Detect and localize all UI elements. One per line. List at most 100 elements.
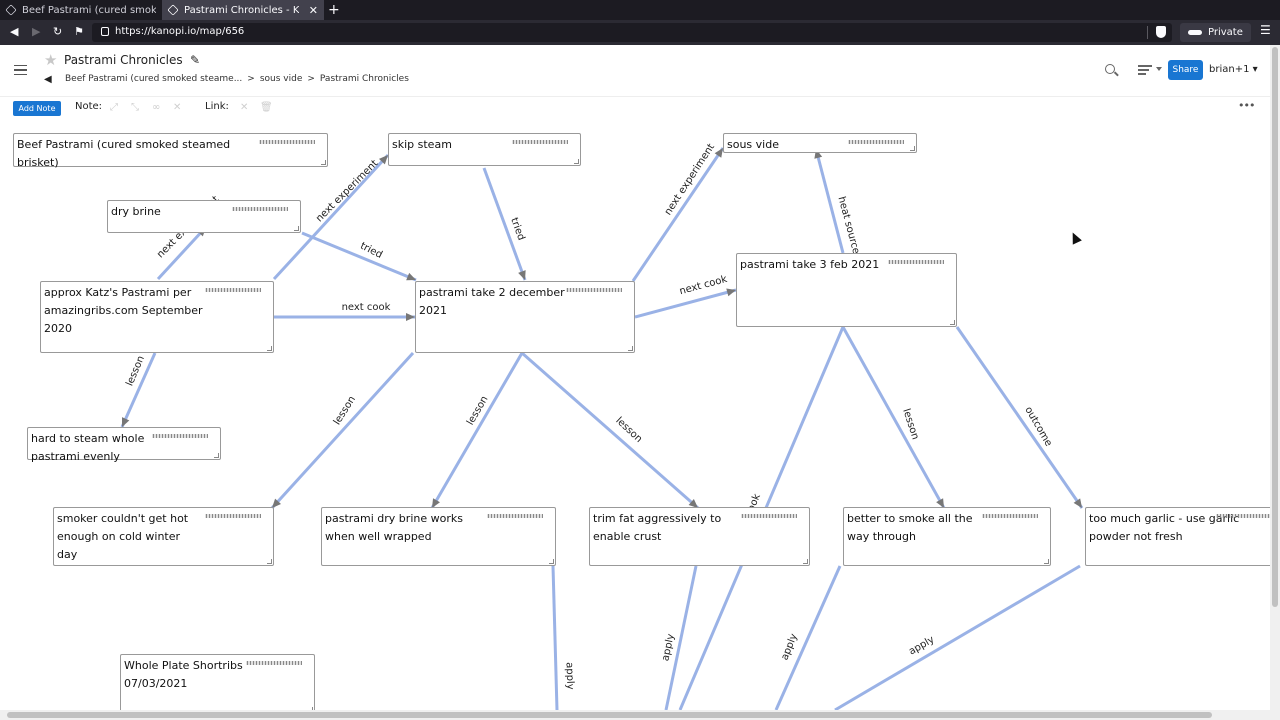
edge-label[interactable]: lesson	[613, 415, 644, 445]
resize-handle-icon[interactable]	[574, 159, 579, 164]
back-icon[interactable]: ◀	[10, 25, 19, 38]
edge-label[interactable]: apply	[564, 662, 576, 690]
user-menu[interactable]: brian+1 ▾	[1209, 64, 1258, 75]
edge-line[interactable]	[841, 326, 946, 509]
breadcrumb-item-beef-pastrami[interactable]: Beef Pastrami (cured smoked steame...	[65, 74, 243, 84]
browser-tab-beef-pastrami[interactable]: Beef Pastrami (cured smoked s	[0, 0, 162, 20]
edge-label[interactable]: next cook	[342, 302, 391, 313]
delete-note-icon[interactable]: ✕	[173, 102, 182, 113]
resize-handle-icon[interactable]	[308, 707, 313, 710]
edge-line[interactable]	[551, 565, 559, 710]
resize-handle-icon[interactable]	[1044, 559, 1049, 564]
drag-handle-icon[interactable]	[982, 514, 1038, 518]
resize-handle-icon[interactable]	[214, 453, 219, 458]
drag-handle-icon[interactable]	[741, 514, 797, 518]
edge-line[interactable]	[120, 352, 157, 428]
drag-handle-icon[interactable]	[152, 434, 208, 438]
edge-line[interactable]	[664, 565, 698, 710]
resize-handle-icon[interactable]	[294, 226, 299, 231]
drag-handle-icon[interactable]	[205, 514, 261, 518]
note-trim-fat[interactable]: trim fat aggressively to enable crust	[589, 507, 810, 566]
edge-line[interactable]	[272, 153, 390, 281]
edge-label[interactable]: next experiment	[663, 142, 717, 217]
edge-label[interactable]: lesson	[124, 354, 147, 388]
drag-handle-icon[interactable]	[512, 140, 568, 144]
note-take-2-dec[interactable]: pastrami take 2 december 2021	[415, 281, 635, 353]
edge-label[interactable]: apply	[660, 633, 676, 662]
resize-handle-icon[interactable]	[267, 559, 272, 564]
url-text[interactable]: https://kanopi.io/map/656	[115, 26, 245, 37]
note-smoke-through[interactable]: better to smoke all the way through	[843, 507, 1051, 566]
edge-line[interactable]	[430, 352, 524, 509]
share-button[interactable]: Share	[1168, 60, 1203, 80]
reload-icon[interactable]: ↻	[53, 25, 63, 38]
note-smoker-cold[interactable]: smoker couldn't get hot enough on cold w…	[53, 507, 274, 566]
collapse-icon[interactable]: ⤡	[131, 102, 139, 113]
edge-line[interactable]	[301, 231, 417, 282]
star-icon[interactable]: ★	[44, 51, 58, 69]
edge-line[interactable]	[955, 326, 1084, 509]
edge-label[interactable]: heat source	[835, 195, 861, 255]
drag-handle-icon[interactable]	[232, 207, 288, 211]
edge-line[interactable]	[156, 225, 208, 281]
resize-handle-icon[interactable]	[950, 320, 955, 325]
edge-line[interactable]	[631, 147, 725, 282]
link-icon[interactable]: ∞	[152, 102, 161, 113]
list-icon[interactable]	[1138, 64, 1162, 76]
note-approx-katz[interactable]: approx Katz's Pastrami per amazingribs.c…	[40, 281, 274, 353]
vertical-scrollbar[interactable]	[1270, 45, 1280, 720]
edge-label[interactable]: next experiment	[314, 158, 380, 224]
note-hard-to-steam[interactable]: hard to steam whole pastrami evenly	[27, 427, 221, 463]
edge-label[interactable]: apply	[779, 632, 800, 662]
edge-line[interactable]	[634, 288, 737, 319]
drag-handle-icon[interactable]	[566, 288, 622, 292]
edge-line[interactable]	[521, 351, 699, 510]
edge-line[interactable]	[482, 167, 527, 281]
delete-link-icon[interactable]: ✕	[240, 102, 249, 113]
vertical-scroll-thumb[interactable]	[1272, 47, 1278, 607]
note-too-much-garlic[interactable]: too much garlic - use garlic powder not …	[1085, 507, 1270, 566]
note-shortribs[interactable]: Whole Plate Shortribs 07/03/2021	[120, 654, 315, 710]
drag-handle-icon[interactable]	[487, 514, 543, 518]
edge-label[interactable]: lesson	[332, 394, 358, 427]
note-sous-vide[interactable]: sous vide	[723, 133, 917, 153]
edge-line[interactable]	[834, 564, 1081, 710]
more-horizontal-icon[interactable]: •••	[1238, 99, 1255, 112]
expand-icon[interactable]: ⤢	[110, 102, 118, 113]
resize-handle-icon[interactable]	[628, 346, 633, 351]
forward-icon[interactable]: ▶	[32, 25, 41, 38]
url-bar[interactable]: https://kanopi.io/map/656	[92, 23, 1172, 42]
breadcrumb-back-icon[interactable]: ◀	[44, 74, 52, 85]
resize-handle-icon[interactable]	[321, 160, 326, 165]
add-note-button[interactable]: Add Note	[13, 101, 61, 116]
resize-handle-icon[interactable]	[549, 559, 554, 564]
edge-line[interactable]	[814, 148, 845, 254]
pencil-icon[interactable]: ✎	[190, 53, 201, 67]
bookmark-icon[interactable]: ⚑	[74, 25, 84, 38]
browser-menu-icon[interactable]: ☰	[1260, 23, 1271, 37]
edge-line[interactable]	[774, 565, 842, 710]
note-beef-pastrami[interactable]: Beef Pastrami (cured smoked steamed bris…	[13, 133, 328, 169]
resize-handle-icon[interactable]	[267, 346, 272, 351]
trash-icon[interactable]: 🗑	[260, 102, 273, 113]
horizontal-scrollbar[interactable]	[0, 710, 1270, 720]
hamburger-menu-icon[interactable]	[14, 65, 27, 75]
drag-handle-icon[interactable]	[246, 661, 302, 665]
shield-icon[interactable]	[1156, 26, 1166, 38]
search-icon[interactable]	[1105, 64, 1115, 74]
horizontal-scroll-thumb[interactable]	[7, 712, 1212, 718]
note-dry-brine[interactable]: dry brine	[107, 200, 301, 233]
resize-handle-icon[interactable]	[910, 146, 915, 151]
close-tab-icon[interactable]: ✕	[308, 3, 318, 17]
note-take-3-feb[interactable]: pastrami take 3 feb 2021	[736, 253, 957, 327]
drag-handle-icon[interactable]	[205, 288, 261, 292]
breadcrumb-item-sous-vide[interactable]: sous vide	[259, 74, 303, 84]
drag-handle-icon[interactable]	[888, 260, 944, 264]
drag-handle-icon[interactable]	[1216, 514, 1270, 518]
browser-tab-pastrami-chronicles[interactable]: Pastrami Chronicles - Kanop ✕	[162, 0, 324, 20]
edge-line[interactable]	[270, 351, 415, 510]
note-dry-brine-works[interactable]: pastrami dry brine works when well wrapp…	[321, 507, 556, 566]
resize-handle-icon[interactable]	[803, 559, 808, 564]
drag-handle-icon[interactable]	[259, 140, 315, 144]
